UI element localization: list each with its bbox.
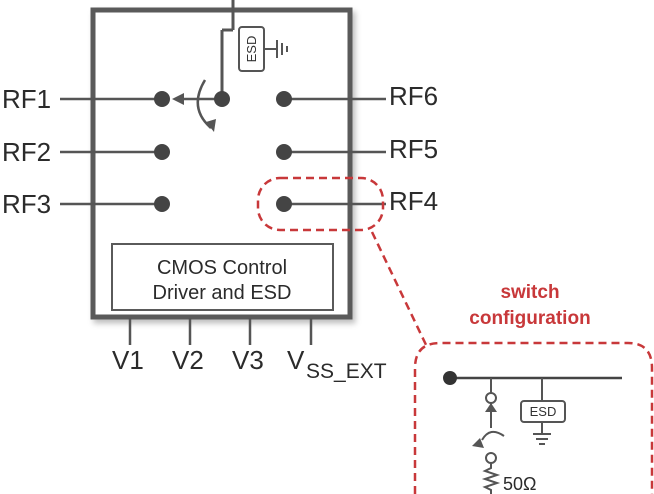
switch-rotation-arrow: [172, 79, 216, 132]
esd-top: ESD: [238, 26, 288, 72]
esd-detail-label: ESD: [530, 404, 557, 419]
cmos-control-block: CMOS Control Driver and ESD: [111, 243, 334, 311]
rf6-node: [276, 91, 292, 107]
switch-contact-top: [485, 392, 497, 404]
detail-input-node: [443, 371, 457, 385]
rf3-label: RF3: [2, 189, 51, 219]
v3-label: V3: [232, 345, 264, 375]
callout-title-line-2: configuration: [469, 308, 590, 329]
vss-subscript: SS_EXT: [306, 360, 387, 383]
esd-top-label: ESD: [244, 36, 259, 63]
control-line-2: Driver and ESD: [153, 282, 292, 304]
callout-leader: [370, 231, 430, 350]
resistor-label: 50Ω: [503, 474, 536, 494]
callout-title-line-1: switch: [500, 282, 559, 303]
rf6-label: RF6: [389, 81, 438, 111]
control-line-1: CMOS Control: [157, 257, 287, 279]
rf4-highlight: [256, 176, 385, 232]
switch-contact-bottom: [485, 452, 497, 464]
supply-pins: V1 V2 V3 V SS_EXT: [112, 318, 387, 383]
callout-box: [413, 341, 654, 494]
rf-left-pins: RF1 RF2 RF3: [2, 84, 170, 219]
v1-label: V1: [112, 345, 144, 375]
rf2-label: RF2: [2, 137, 51, 167]
common-node-dot: [214, 91, 230, 107]
rf3-node: [154, 196, 170, 212]
common-rf-line: [220, 0, 235, 99]
rf4-node: [276, 196, 292, 212]
rf5-label: RF5: [389, 134, 438, 164]
rf1-node: [154, 91, 170, 107]
rf-right-pins: RF6 RF5 RF4: [276, 81, 438, 216]
v2-label: V2: [172, 345, 204, 375]
rf2-node: [154, 144, 170, 160]
vss-label: V: [287, 345, 305, 375]
rf4-label: RF4: [389, 186, 438, 216]
rf5-node: [276, 144, 292, 160]
switch-detail: 50Ω ESD: [443, 371, 622, 494]
rf1-label: RF1: [2, 84, 51, 114]
resistor-50ohm: [481, 463, 501, 494]
